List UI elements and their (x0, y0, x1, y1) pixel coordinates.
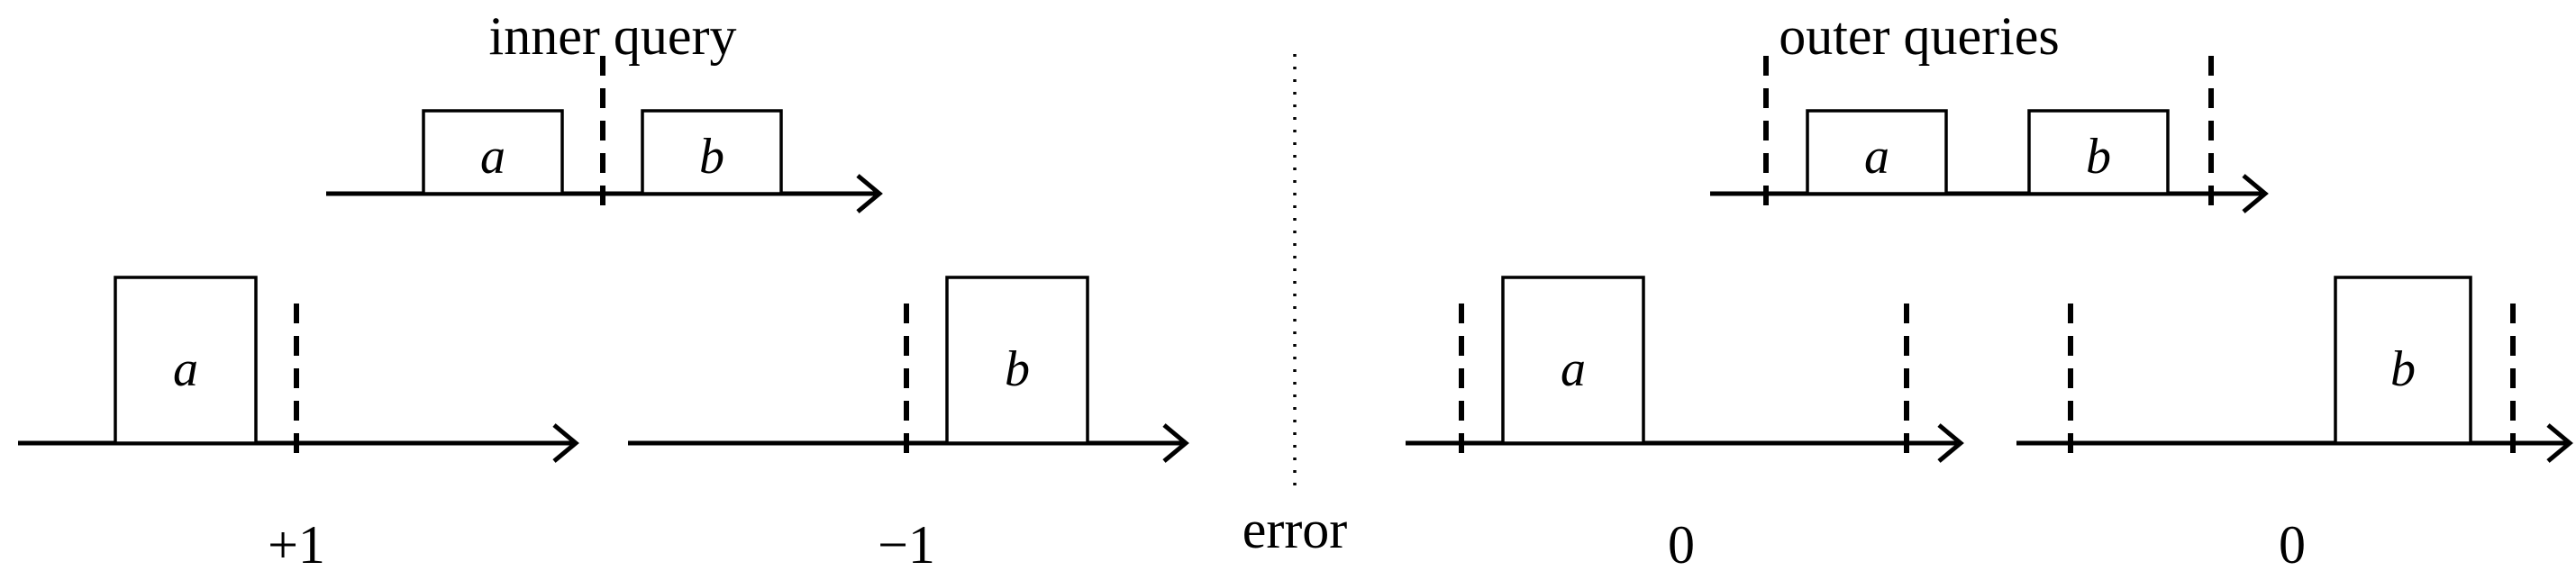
inner-top-box-a (422, 109, 564, 195)
divider-label: error (1242, 500, 1348, 559)
outer-top-box-a-label: a (1864, 129, 1889, 185)
inner-top-arrowhead (856, 174, 883, 213)
outer-top-box-a (1806, 109, 1948, 195)
outer-bottom-right-diagram: b 0 (2016, 276, 2573, 575)
inner-bottom-left-diagram: a +1 (18, 276, 579, 575)
divider: error (1242, 54, 1348, 559)
right-panel: outer queries a b a 0 b (1406, 6, 2573, 575)
outer-bl-result: 0 (1668, 515, 1695, 575)
outer-br-box-b (2334, 276, 2472, 445)
inner-top-box-b (641, 109, 783, 195)
outer-bottom-left-diagram: a 0 (1406, 276, 1964, 575)
left-panel: inner query a b a +1 b −1 (18, 6, 1189, 575)
outer-queries-title: outer queries (1779, 6, 2060, 66)
inner-bottom-right-diagram: b −1 (628, 276, 1189, 575)
inner-top-box-a-label: a (480, 129, 505, 185)
inner-br-box-b (945, 276, 1089, 445)
outer-br-result: 0 (2279, 515, 2306, 575)
outer-top-box-b (2027, 109, 2170, 195)
inner-br-box-b-label: b (1005, 341, 1030, 397)
outer-br-arrowhead (2546, 423, 2573, 463)
inner-bl-result: +1 (268, 515, 325, 575)
inner-bl-box-a-label: a (173, 341, 198, 397)
inner-bl-arrowhead (552, 423, 579, 463)
outer-br-box-b-label: b (2390, 341, 2416, 397)
outer-top-arrowhead (2242, 174, 2269, 213)
inner-top-box-b-label: b (699, 129, 724, 185)
outer-bl-box-a-label: a (1561, 341, 1586, 397)
outer-bl-arrowhead (1937, 423, 1964, 463)
outer-top-box-b-label: b (2086, 129, 2111, 185)
inner-bl-box-a (114, 276, 258, 445)
outer-top-diagram: a b (1710, 56, 2269, 213)
outer-bl-box-a (1501, 276, 1645, 445)
inner-br-arrowhead (1162, 423, 1189, 463)
inner-top-diagram: a b (326, 56, 883, 213)
inner-br-result: −1 (878, 515, 935, 575)
inner-query-title: inner query (489, 6, 737, 66)
